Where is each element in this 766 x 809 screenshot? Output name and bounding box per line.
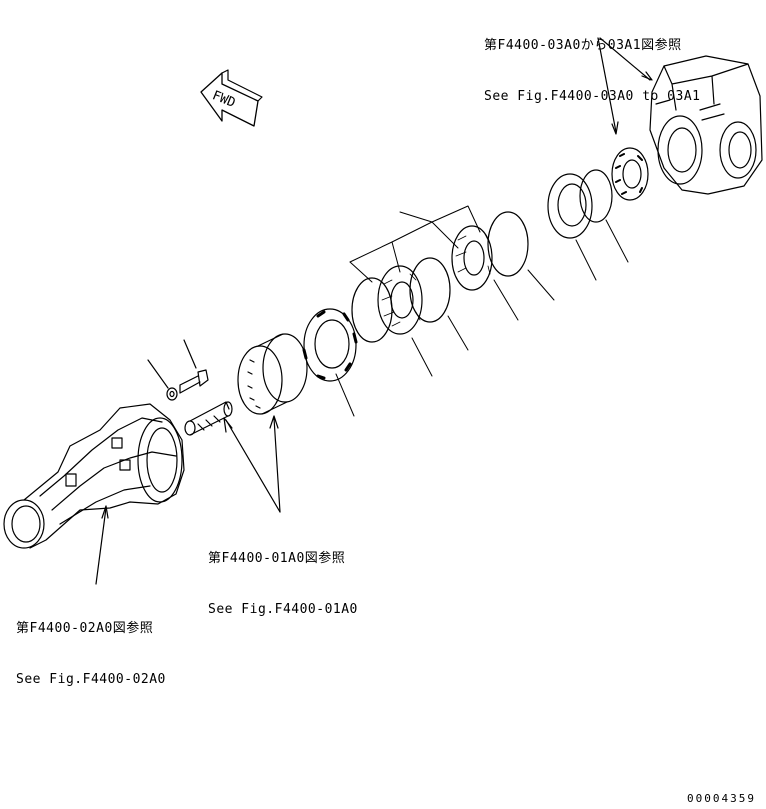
- case-outline: [649, 55, 763, 195]
- differential-case: [649, 55, 763, 195]
- arrowhead-2: [641, 71, 653, 81]
- bearing-outer: [611, 147, 649, 201]
- arrowhead-4: [269, 415, 279, 429]
- bolt-head: [197, 369, 209, 387]
- housing-body-outline: [23, 403, 185, 549]
- part-callout-leaders: [335, 205, 629, 417]
- bearing-inner: [622, 159, 642, 189]
- washer-leader: [147, 359, 169, 389]
- reference-top-right: 第F4400-03A0から03A1図参照 See Fig.F4400-03A0 …: [484, 3, 701, 139]
- forward-direction-marker: FWD: [200, 69, 263, 127]
- shaft: [184, 401, 233, 436]
- axle-housing: [3, 403, 185, 549]
- carrier-lugs: [302, 310, 358, 380]
- fwd-arrow-shape: [200, 72, 259, 127]
- friction-disc-pattern: [381, 231, 491, 327]
- pressure-plate: [547, 173, 593, 239]
- case-top-flange: [663, 63, 749, 111]
- housing-lower-ridge: [59, 485, 151, 525]
- friction-disc-2-inner: [463, 240, 485, 276]
- reference-left-en: See Fig.F4400-02A0: [16, 672, 166, 687]
- bolt-shank: [179, 375, 201, 394]
- carrier-inner: [314, 319, 350, 369]
- reference-top-right-en: See Fig.F4400-03A0 to 03A1: [484, 89, 701, 104]
- housing-end-face: [137, 417, 183, 503]
- washer: [166, 387, 178, 401]
- ring-gear-edges: [257, 333, 288, 415]
- reference-center-jp: 第F4400-01A0図参照: [208, 551, 346, 566]
- case-bore-left: [657, 115, 703, 185]
- reference-leaders: [95, 37, 653, 585]
- leader-top-right-a: [597, 37, 617, 133]
- separator-plate-1: [351, 277, 393, 343]
- housing-boss-2: [119, 459, 131, 471]
- bolt-leader: [183, 339, 197, 369]
- case-bore-right-inner: [728, 131, 752, 169]
- leader-center-b: [273, 417, 281, 513]
- case-bore-left-inner: [667, 127, 697, 173]
- washer-hole: [169, 390, 175, 398]
- friction-disc-1: [377, 265, 423, 335]
- shaft-spline-lines: [197, 415, 221, 431]
- leader-top-right-b: [599, 37, 651, 81]
- friction-disc-2: [451, 225, 493, 291]
- housing-end-face-inner: [146, 427, 178, 493]
- leader-left: [95, 507, 107, 585]
- housing-boss-1: [65, 473, 77, 487]
- housing-inner-flange: [11, 505, 41, 543]
- case-bore-right: [719, 121, 757, 179]
- ring-gear-back: [262, 333, 308, 403]
- case-ribs: [655, 99, 725, 121]
- shaft-body: [189, 401, 230, 436]
- shaft-spline: [223, 401, 233, 417]
- snap-ring: [579, 169, 613, 223]
- carrier-plate: [302, 308, 358, 382]
- arrowhead-5: [101, 505, 109, 519]
- reference-left: 第F4400-02A0図参照 See Fig.F4400-02A0: [16, 586, 166, 722]
- reference-center-en: See Fig.F4400-01A0: [208, 602, 358, 617]
- friction-disc-1-inner: [390, 281, 414, 319]
- ring-gear-front: [237, 345, 283, 415]
- reference-left-jp: 第F4400-02A0図参照: [16, 621, 154, 636]
- fwd-label: FWD: [210, 88, 238, 111]
- housing-middle-ridge: [51, 451, 177, 511]
- carrier-outer: [303, 308, 357, 382]
- bolt-and-washer: [147, 339, 209, 401]
- separator-plate-3: [487, 211, 529, 277]
- arrowhead-3: [223, 417, 233, 433]
- reference-top-right-jp: 第F4400-03A0から03A1図参照: [484, 38, 682, 53]
- housing-outer-flange: [3, 499, 45, 549]
- bearing-rollers: [615, 153, 643, 195]
- reference-center: 第F4400-01A0図参照 See Fig.F4400-01A0: [208, 516, 358, 652]
- fwd-arrow-depth: [221, 69, 263, 102]
- ring-gear-teeth: [247, 359, 261, 409]
- bearing: [611, 147, 649, 201]
- ring-gear: [237, 333, 308, 415]
- housing-top-ridge: [39, 417, 163, 497]
- clutch-plate-pack: [351, 169, 613, 343]
- leader-center-a: [225, 419, 281, 513]
- pressure-plate-inner: [557, 183, 587, 227]
- separator-plate-2: [409, 257, 451, 323]
- document-number: 00004359: [687, 792, 756, 805]
- arrowhead-1: [611, 121, 619, 135]
- housing-boss-3: [111, 437, 123, 449]
